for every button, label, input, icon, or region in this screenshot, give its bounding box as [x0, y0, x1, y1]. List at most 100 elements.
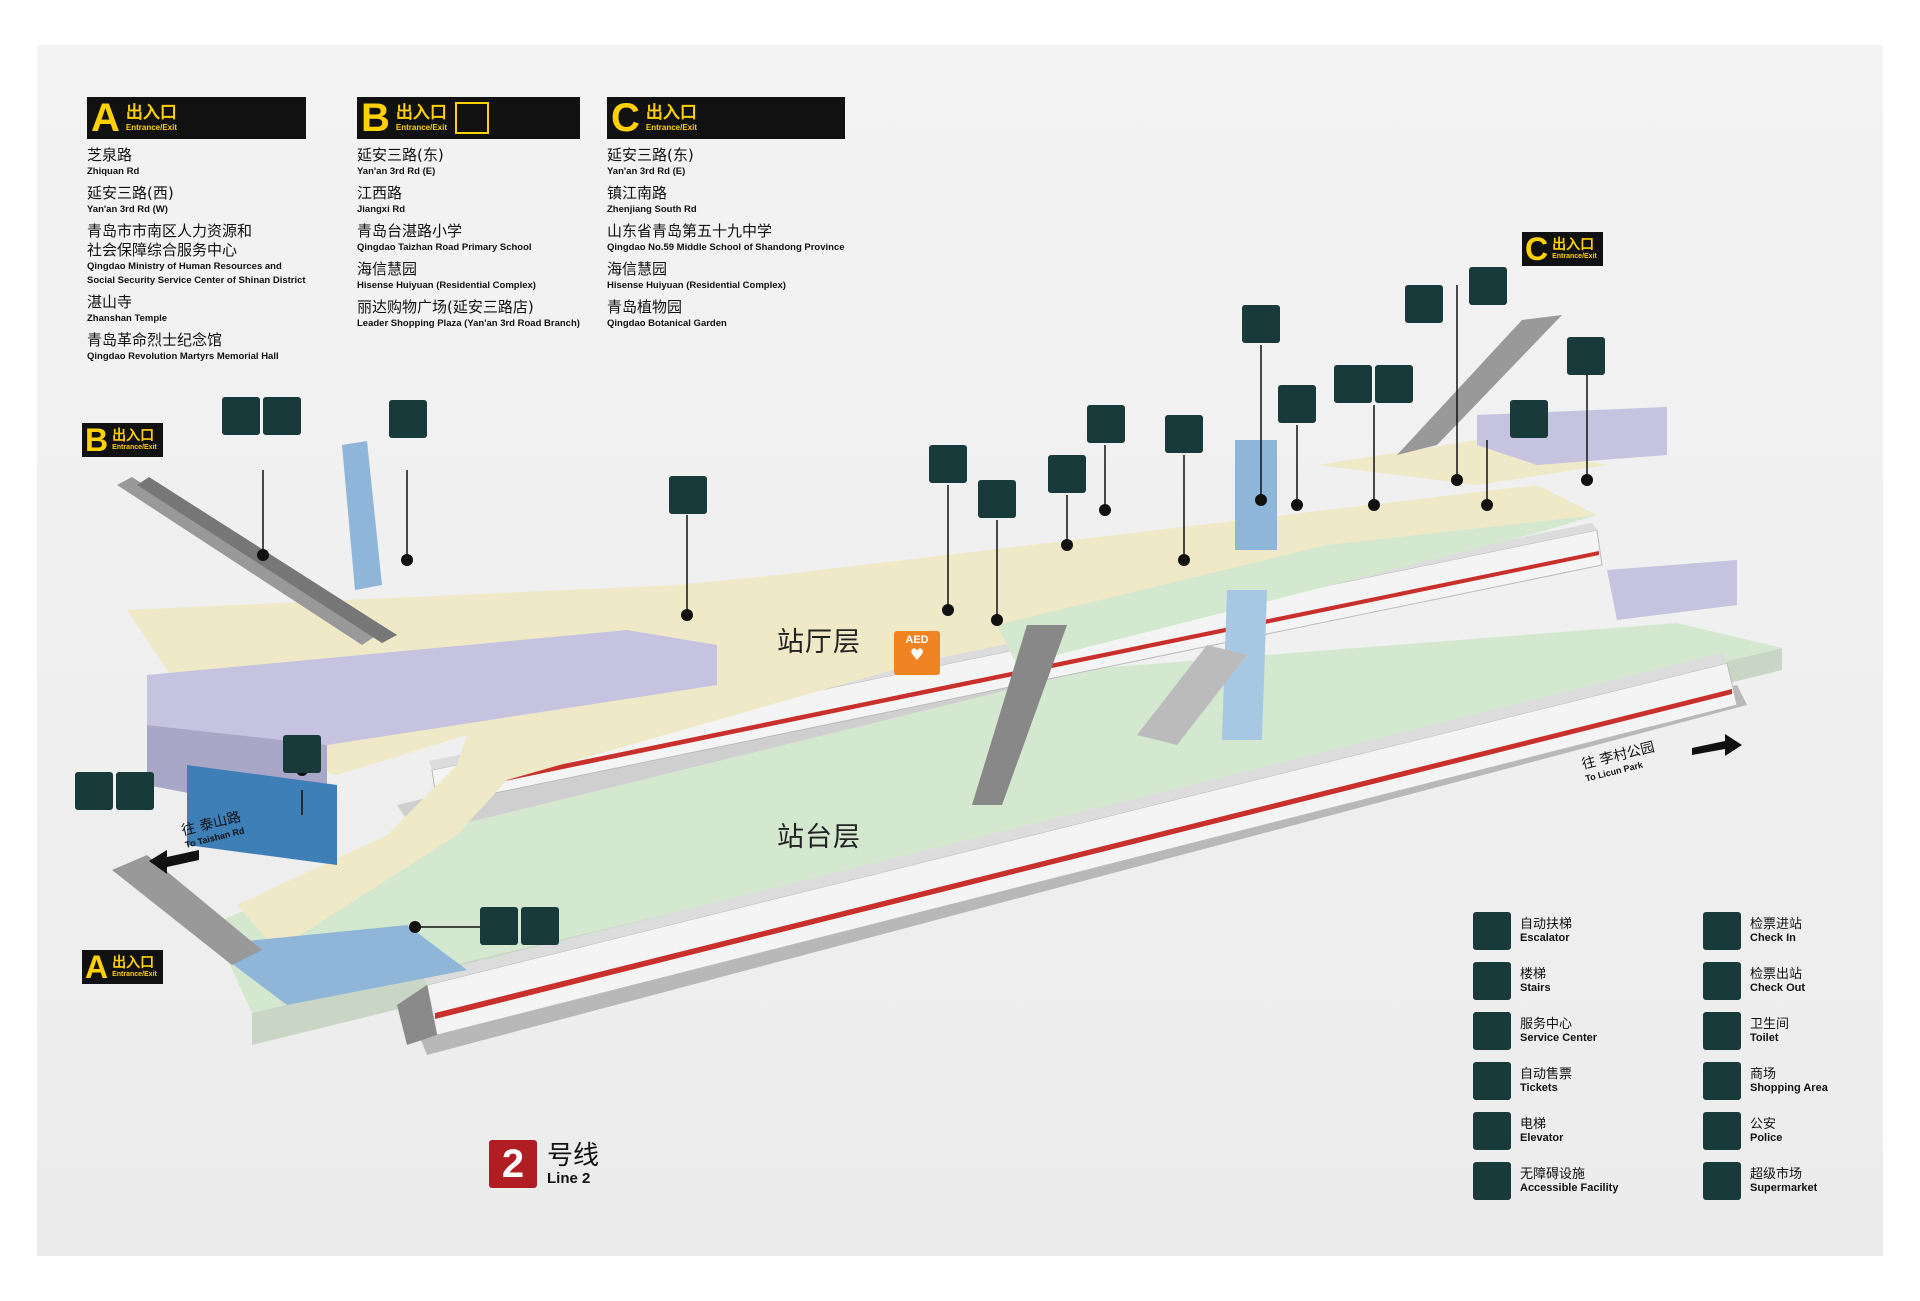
elevator-icon	[1473, 1112, 1511, 1150]
destination-en: Qingdao Botanical Garden	[607, 318, 727, 329]
destination-cn: 芝泉路	[87, 146, 133, 164]
elevator-icon	[455, 102, 490, 134]
destination-en: Jiangxi Rd	[357, 204, 406, 215]
check-in-icon	[1703, 912, 1741, 950]
destination-cn: 海信慧园	[607, 260, 668, 278]
line-name-cn: 号线	[547, 1140, 600, 1171]
shopping-icon	[1703, 1062, 1741, 1100]
escalator-icon	[1334, 365, 1372, 403]
destination-en: Zhanshan Temple	[87, 313, 168, 324]
concourse-level-label: 站厅层	[777, 627, 861, 658]
destination-en: Yan'an 3rd Rd (W)	[87, 204, 168, 215]
exit-b-destinations: 延安三路(东) Yan'an 3rd Rd (E) 江西路 Jiangxi Rd…	[357, 146, 580, 331]
ticket-machine-icon	[669, 476, 707, 514]
supermarket-icon	[1703, 1162, 1741, 1200]
platform-level-label: 站台层	[777, 822, 861, 853]
aed-sign: AED ♥	[894, 631, 940, 675]
check-in-icon	[1278, 385, 1316, 423]
destination-cn: 湛山寺	[87, 293, 133, 311]
elevator-icon	[389, 400, 427, 438]
blue-block-south	[207, 925, 467, 1005]
service-center-icon	[1469, 267, 1507, 305]
check-out-icon	[978, 480, 1016, 518]
escalator-icon	[1048, 455, 1086, 493]
stairs-icon	[1473, 962, 1511, 1000]
heart-icon: ♥	[909, 645, 925, 664]
destination-cn: 丽达购物广场(延安三路店)	[357, 298, 534, 316]
concourse-paid-area	[997, 515, 1597, 665]
destination-en: Hisense Huiyuan (Residential Complex)	[357, 280, 536, 291]
concourse-level-floor	[127, 485, 1597, 950]
elevator-shaft-east	[1235, 440, 1277, 550]
escalator-west-exit	[117, 477, 397, 645]
destination-en: Yan'an 3rd Rd (E)	[357, 166, 436, 177]
service-center-icon	[1473, 1012, 1511, 1050]
destination-en: Hisense Huiyuan (Residential Complex)	[607, 280, 786, 291]
ticket-machine-icon	[1567, 337, 1605, 375]
train-front	[397, 653, 1738, 1045]
station-3d-illustration	[75, 267, 1782, 1055]
line-number: 2	[489, 1140, 537, 1188]
accessible-icon	[1473, 1162, 1511, 1200]
toilet-icon	[1703, 1012, 1741, 1050]
escalator-c-exit	[1397, 315, 1562, 455]
destination-en: Zhenjiang South Rd	[607, 204, 697, 215]
elevator-icon	[1242, 305, 1280, 343]
destination-cn: 山东省青岛第五十九中学	[607, 222, 773, 240]
line-name-en: Line 2	[547, 1169, 591, 1187]
exit-a-destinations: 芝泉路 Zhiquan Rd 延安三路(西) Yan'an 3rd Rd (W)…	[87, 146, 306, 364]
map-icons	[75, 267, 1605, 945]
blue-block-police	[187, 765, 337, 865]
stairs-to-platform	[1137, 645, 1247, 745]
toilet-icon	[480, 907, 518, 945]
elevator-shaft-platform	[1222, 590, 1267, 740]
destination-cn: 青岛台湛路小学	[357, 222, 463, 240]
police-icon	[1703, 1112, 1741, 1150]
destination-en: Yan'an 3rd Rd (E)	[607, 166, 686, 177]
destination-cn: 镇江南路	[607, 184, 668, 202]
check-in-icon	[1087, 405, 1125, 443]
destination-cn: 青岛市市南区人力资源和 社会保障综合服务中心	[87, 222, 253, 259]
escalator-a-exit	[112, 855, 262, 965]
destination-cn: 青岛革命烈士纪念馆	[87, 331, 223, 349]
destination-en: Leader Shopping Plaza (Yan'an 3rd Road B…	[357, 318, 580, 329]
destination-cn: 延安三路(东)	[607, 146, 694, 164]
exit-c-destinations: 延安三路(东) Yan'an 3rd Rd (E) 镇江南路 Zhenjiang…	[607, 146, 845, 331]
stairs-icon	[1375, 365, 1413, 403]
destination-en: Qingdao Taizhan Road Primary School	[357, 242, 532, 253]
destination-en: Qingdao Ministry of Human Resources and …	[87, 261, 306, 286]
ticket-machine-icon	[1473, 1062, 1511, 1100]
escalator-icon	[1405, 285, 1443, 323]
destination-cn: 江西路	[357, 184, 403, 202]
equipment-block-west	[147, 630, 717, 745]
police-icon	[283, 735, 321, 773]
check-out-icon	[1703, 962, 1741, 1000]
destination-cn: 延安三路(东)	[357, 146, 444, 164]
escalator-icon	[75, 772, 113, 810]
check-out-icon	[1510, 400, 1548, 438]
destination-cn: 延安三路(西)	[87, 184, 174, 202]
destination-cn: 青岛植物园	[607, 298, 683, 316]
accessible-icon	[521, 907, 559, 945]
escalator-icon	[1473, 912, 1511, 950]
